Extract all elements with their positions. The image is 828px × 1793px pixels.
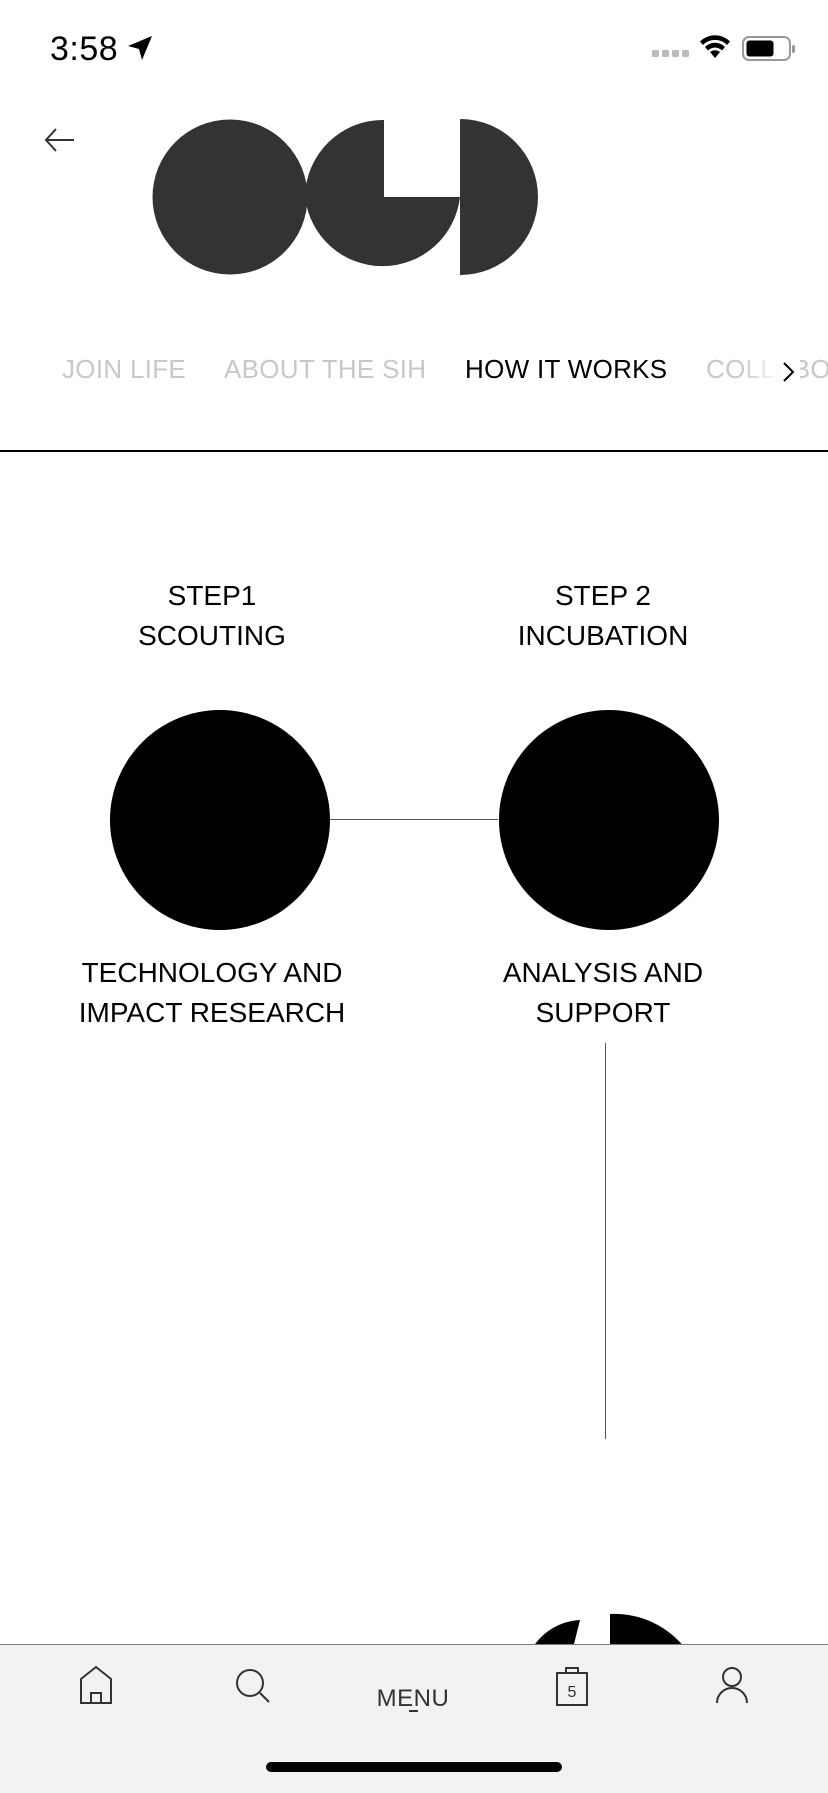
tab-how-it-works[interactable]: HOW IT WORKS [465,354,668,384]
bag-count: 5 [568,1684,577,1701]
nav-search-button[interactable] [232,1663,272,1712]
step-2-desc-line-2: SUPPORT [535,997,671,1028]
status-time: 3:58 [50,30,119,68]
step-2-circle [499,710,719,930]
nav-account-button[interactable] [712,1663,752,1712]
nav-menu-button[interactable]: MENU [376,1685,450,1712]
tab-about-the-sih[interactable]: ABOUT THE SIH [224,354,427,384]
step-1-circle [110,710,330,930]
section-tabs: JOIN LIFE ABOUT THE SIH HOW IT WORKS COL… [0,350,828,394]
battery-icon [742,36,795,61]
step-1-name: SCOUTING [138,620,286,651]
step-1-number: STEP1 [167,580,257,611]
search-icon [236,1669,270,1703]
step-1-desc-line-2: IMPACT RESEARCH [78,997,346,1028]
back-button[interactable] [40,120,80,160]
home-indicator[interactable] [266,1762,562,1772]
chevron-right-icon [783,362,795,382]
arrow-left-icon [44,128,74,152]
tab-join-life[interactable]: JOIN LIFE [62,354,187,384]
location-arrow-icon [128,36,152,60]
tabs-divider [0,450,828,452]
signal-icon [652,50,689,57]
user-icon [716,1667,748,1704]
bag-icon: 5 [556,1667,588,1706]
step-connector-horizontal [330,819,498,820]
step-1-description: TECHNOLOGY AND IMPACT RESEARCH [52,953,372,1033]
step-1-desc-line-1: TECHNOLOGY AND [81,957,343,988]
step-1-title: STEP1 SCOUTING [82,576,342,656]
step-2-desc-line-1: ANALYSIS AND [502,957,704,988]
step-2-number: STEP 2 [555,580,651,611]
status-bar: 3:58 [0,0,828,100]
brand-logo-icon[interactable] [150,118,540,278]
step-2-description: ANALYSIS AND SUPPORT [443,953,763,1033]
step-2-name: INCUBATION [517,620,689,651]
step-2-title: STEP 2 INCUBATION [473,576,733,656]
wifi-icon [700,35,730,58]
nav-bag-button[interactable]: 5 [554,1663,590,1712]
home-icon [80,1665,112,1704]
tabs-fade [740,350,800,394]
menu-indicator [409,1710,418,1712]
step-connector-vertical [605,1043,606,1439]
nav-home-button[interactable] [76,1663,116,1712]
tabs-next-button[interactable] [774,354,804,390]
